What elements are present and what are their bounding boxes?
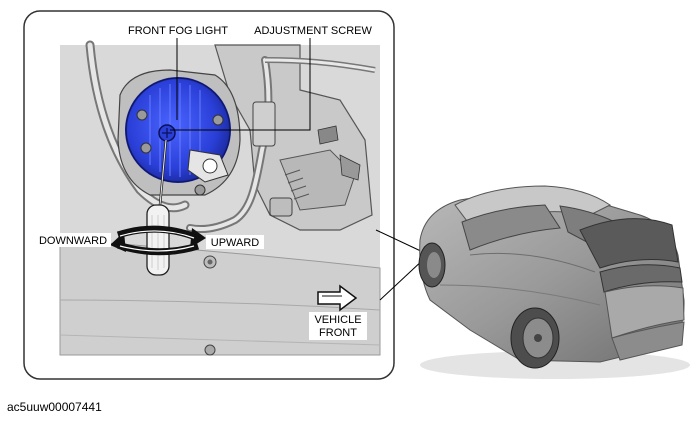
leader-lines [170,38,311,131]
label-front-fog-light: FRONT FOG LIGHT [128,25,228,37]
label-downward: DOWNWARD [39,235,107,247]
fog-light-assembly [117,69,241,196]
detail-inset: FRONT FOG LIGHT ADJUSTMENT SCREW DOWNWAR… [23,10,395,380]
vehicle-illustration [418,185,690,379]
label-adjustment-screw: ADJUSTMENT SCREW [254,25,372,37]
label-vehicle: VEHICLE [314,314,361,326]
inset-pointer-lines [375,229,426,301]
label-front: FRONT [319,327,357,339]
forward-arrow-icon [317,284,358,312]
curved-double-arrow-icon [110,225,206,256]
figure-id: ac5uuw00007441 [7,400,102,414]
connector [252,101,276,147]
label-upward: UPWARD [211,237,260,249]
screwdriver-icon [146,139,170,276]
